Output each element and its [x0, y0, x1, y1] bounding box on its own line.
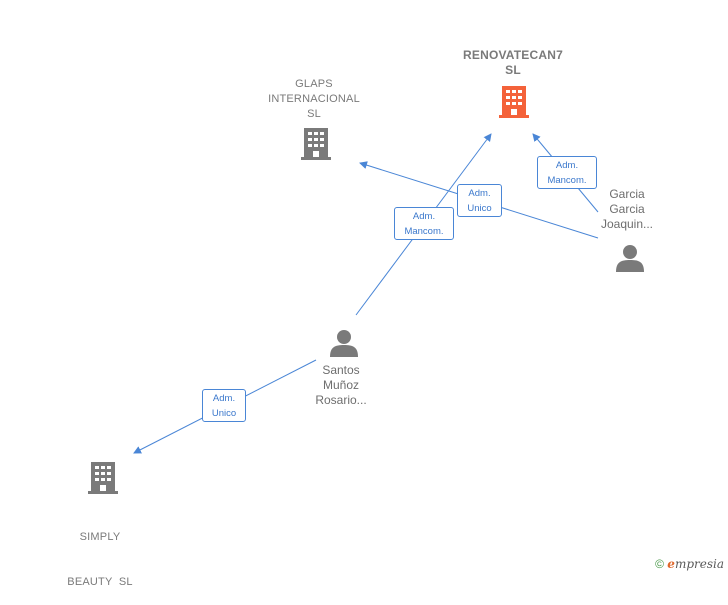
company-label-renovatecan[interactable]: RENOVATECAN7 SL: [449, 48, 577, 78]
label-line: GLAPS: [295, 78, 333, 90]
edge-label-line: Mancom.: [404, 226, 444, 237]
label-line: Joaquin...: [600, 217, 654, 231]
building-icon[interactable]: [301, 128, 331, 160]
brand-footer: © empresia: [655, 557, 724, 571]
edge-label-santos-simply[interactable]: Adm. Unico: [202, 389, 246, 422]
edge-label-line: Unico: [211, 408, 237, 419]
person-label-santos[interactable]: Santos Muñoz Rosario...: [301, 363, 381, 408]
edge-label-garcia-renovatecan[interactable]: Adm. Mancom.: [537, 156, 597, 189]
edge-label-line: Mancom.: [547, 175, 587, 186]
company-label-simply-beauty[interactable]: SIMPLY BEAUTY SL: [44, 500, 156, 605]
copyright-icon: ©: [655, 557, 664, 571]
person-icon[interactable]: [616, 245, 644, 272]
edge-label-garcia-glaps[interactable]: Adm. Unico: [457, 184, 502, 217]
network-graph: [88, 86, 644, 494]
label-line: Garcia: [609, 187, 645, 201]
edge-label-line: Adm.: [555, 160, 579, 171]
label-line: Muñoz: [322, 378, 360, 392]
edge-label-line: Adm.: [468, 188, 491, 199]
label-line: SIMPLY: [79, 531, 121, 543]
person-label-garcia[interactable]: Garcia Garcia Joaquin...: [587, 187, 667, 232]
edge-label-line: Adm.: [212, 393, 236, 404]
brand-initial: e: [667, 557, 675, 571]
person-icon[interactable]: [330, 330, 358, 357]
brand-rest: mpresia: [674, 557, 724, 571]
label-line: BEAUTY SL: [67, 576, 133, 588]
edge-label-line: Adm.: [412, 211, 436, 222]
label-line: SL: [307, 108, 321, 120]
label-line: SL: [505, 63, 521, 77]
building-icon[interactable]: [499, 86, 529, 118]
label-line: RENOVATECAN7: [463, 48, 563, 62]
edge-label-line: Unico: [467, 203, 492, 214]
label-line: INTERNACIONAL: [268, 93, 360, 105]
label-line: Santos: [322, 363, 360, 377]
label-line: Garcia: [609, 202, 645, 216]
label-line: Rosario...: [315, 393, 367, 407]
building-icon[interactable]: [88, 462, 118, 494]
brand-logo: empresia: [667, 557, 724, 571]
company-label-glaps[interactable]: GLAPS INTERNACIONAL SL: [254, 77, 374, 122]
edge-label-santos-renovatecan[interactable]: Adm. Mancom.: [394, 207, 454, 240]
